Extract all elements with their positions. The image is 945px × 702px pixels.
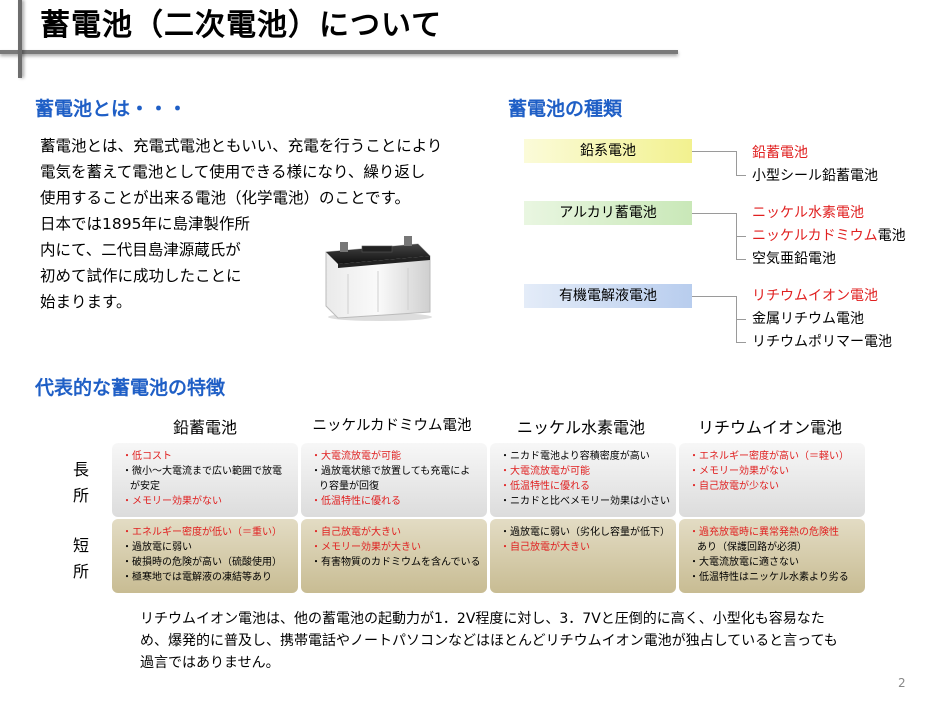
connector-line xyxy=(736,151,737,175)
pros-cell: ・ニカド電池より容積密度が高い・大電流放電が可能・低温特性に優れる・ニカドと比べ… xyxy=(490,443,676,517)
type-item: 小型シール鉛蓄電池 xyxy=(752,168,878,184)
type-item-suffix: 電池 xyxy=(877,228,906,244)
type-item: ニッケル水素電池 xyxy=(752,205,864,221)
type-item: ニッケルカドミウム電池 xyxy=(752,226,906,246)
feature-bullet: ・低温特性に優れる xyxy=(500,481,590,492)
intro-line: 使用することが出来る電池（化学電池）のことです。 xyxy=(40,189,410,207)
feature-bullet: ・ニカドと比べメモリー効果は小さい xyxy=(500,496,670,507)
intro-line: 日本では1895年に島津製作所 xyxy=(40,215,250,233)
pros-cell: ・低コスト・微小～大電流まで広い範囲で放電が安定・メモリー効果がない xyxy=(112,443,298,517)
row-label-pros: 長 所 xyxy=(66,457,96,509)
feature-bullet: ・自己放電が大きい xyxy=(500,542,590,553)
feature-bullet: ・自己放電が少ない xyxy=(689,481,779,492)
intro-line: 始まります。 xyxy=(40,293,132,311)
feature-bullet: ・大電流放電に適さない xyxy=(689,557,799,568)
cons-cell: ・過放電に弱い（劣化し容量が低下） ・自己放電が大きい xyxy=(490,519,676,593)
feature-bullet: ・過放電に弱い（劣化し容量が低下） xyxy=(500,527,670,538)
feature-bullet: ・有害物質のカドミウムを含んでいる xyxy=(311,557,481,568)
feature-bullet: ・過放電状態で放置しても充電によ xyxy=(311,466,471,477)
feature-bullet: ・メモリー効果が大きい xyxy=(311,542,421,553)
row-label-char: 長 xyxy=(72,460,89,479)
feature-bullet: ・自己放電が大きい xyxy=(311,527,401,538)
title-accent-bar xyxy=(18,0,22,78)
cons-cell: ・エネルギー密度が低い（＝重い） ・過放電に弱い・破損時の危険が高い（硫酸使用） ・… xyxy=(112,519,298,593)
intro-heading: 蓄電池とは・・・ xyxy=(35,98,188,120)
feature-bullet: が安定 xyxy=(130,481,160,492)
intro-line: 初めて試作に成功したことに xyxy=(40,267,242,285)
connector-line xyxy=(736,259,746,260)
feature-bullet: ・大電流放電が可能 xyxy=(311,451,401,462)
types-heading: 蓄電池の種類 xyxy=(508,98,623,120)
type-item: リチウムイオン電池 xyxy=(752,288,878,304)
cons-cell: ・過充放電時に異常発熱の危険性あり（保護回路が必須） ・大電流放電に適さない・低温… xyxy=(679,519,865,593)
intro-text: 蓄電池とは、充電式電池ともいい、充電を行うことにより 電気を蓄えて電池として使用… xyxy=(40,133,442,315)
connector-line xyxy=(692,296,736,297)
row-label-char: 所 xyxy=(72,486,89,505)
feature-bullet: ・エネルギー密度が低い（＝重い） xyxy=(122,527,282,538)
column-header: リチウムイオン電池 xyxy=(697,418,842,437)
pros-cell: ・大電流放電が可能・過放電状態で放置しても充電により容量が回復・低温特性に優れる xyxy=(301,443,487,517)
intro-line: 蓄電池とは、充電式電池ともいい、充電を行うことにより xyxy=(40,137,443,155)
feature-bullet: ・破損時の危険が高い（硫酸使用） xyxy=(122,557,282,568)
connector-line xyxy=(692,151,736,152)
features-heading: 代表的な蓄電池の特徴 xyxy=(35,377,226,399)
feature-bullet: ・ニカド電池より容積密度が高い xyxy=(500,451,650,462)
feature-bullet: ・極寒地では電解液の凍結等あり xyxy=(122,572,272,583)
feature-bullet: あり（保護回路が必須） xyxy=(697,542,807,553)
feature-bullet: ・大電流放電が可能 xyxy=(500,466,590,477)
row-label-char: 所 xyxy=(72,562,89,581)
type-lead-box: 鉛系電池 xyxy=(524,139,692,163)
page-number: 2 xyxy=(898,676,906,690)
feature-bullet: ・エネルギー密度が高い（＝軽い） xyxy=(689,451,849,462)
summary-text: リチウムイオン電池は、他の蓄電池の起動力が1．2V程度に対し、3．7Vと圧倒的に… xyxy=(140,611,838,671)
cons-cell: ・自己放電が大きい・メモリー効果が大きい・有害物質のカドミウムを含んでいる xyxy=(301,519,487,593)
column-header: ニッケルカドミウム電池 xyxy=(312,418,472,434)
feature-bullet: ・メモリー効果がない xyxy=(122,496,222,507)
intro-line: 内にて、二代目島津源蔵氏が xyxy=(40,241,241,259)
connector-line xyxy=(736,175,746,176)
row-label-char: 短 xyxy=(72,536,89,555)
pros-cell: ・エネルギー密度が高い（＝軽い） ・メモリー効果がない・自己放電が少ない xyxy=(679,443,865,517)
type-item: 鉛蓄電池 xyxy=(752,145,808,161)
feature-bullet: ・過充放電時に異常発熱の危険性 xyxy=(689,527,839,538)
row-label-cons: 短 所 xyxy=(66,533,96,585)
feature-bullet: ・低コスト xyxy=(122,451,172,462)
type-item-highlight: ニッケルカドミウム xyxy=(752,228,878,244)
title-underline xyxy=(0,50,678,54)
column-header: 鉛蓄電池 xyxy=(172,418,237,437)
connector-line xyxy=(736,342,746,343)
connector-line xyxy=(692,213,736,214)
type-item: 金属リチウム電池 xyxy=(752,311,864,327)
connector-line xyxy=(736,319,746,320)
type-item: 空気亜鉛電池 xyxy=(752,251,836,267)
type-alkaline-box: アルカリ蓄電池 xyxy=(524,201,692,225)
car-battery-image xyxy=(325,236,432,321)
connector-line xyxy=(736,236,746,237)
type-item: リチウムポリマー電池 xyxy=(752,334,892,350)
intro-line: 電気を蓄えて電池として使用できる様になり、繰り返し xyxy=(40,163,426,181)
feature-bullet: ・メモリー効果がない xyxy=(689,466,789,477)
feature-bullet: り容量が回復 xyxy=(319,481,379,492)
feature-bullet: ・低温特性に優れる xyxy=(311,496,401,507)
column-header: ニッケル水素電池 xyxy=(516,418,645,437)
feature-bullet: ・微小～大電流まで広い範囲で放電 xyxy=(122,466,282,477)
page-title: 蓄電池（二次電池）について xyxy=(40,8,443,43)
type-organic-box: 有機電解液電池 xyxy=(524,284,692,308)
feature-bullet: ・過放電に弱い xyxy=(122,542,192,553)
feature-bullet: ・低温特性はニッケル水素より劣る xyxy=(689,572,849,583)
